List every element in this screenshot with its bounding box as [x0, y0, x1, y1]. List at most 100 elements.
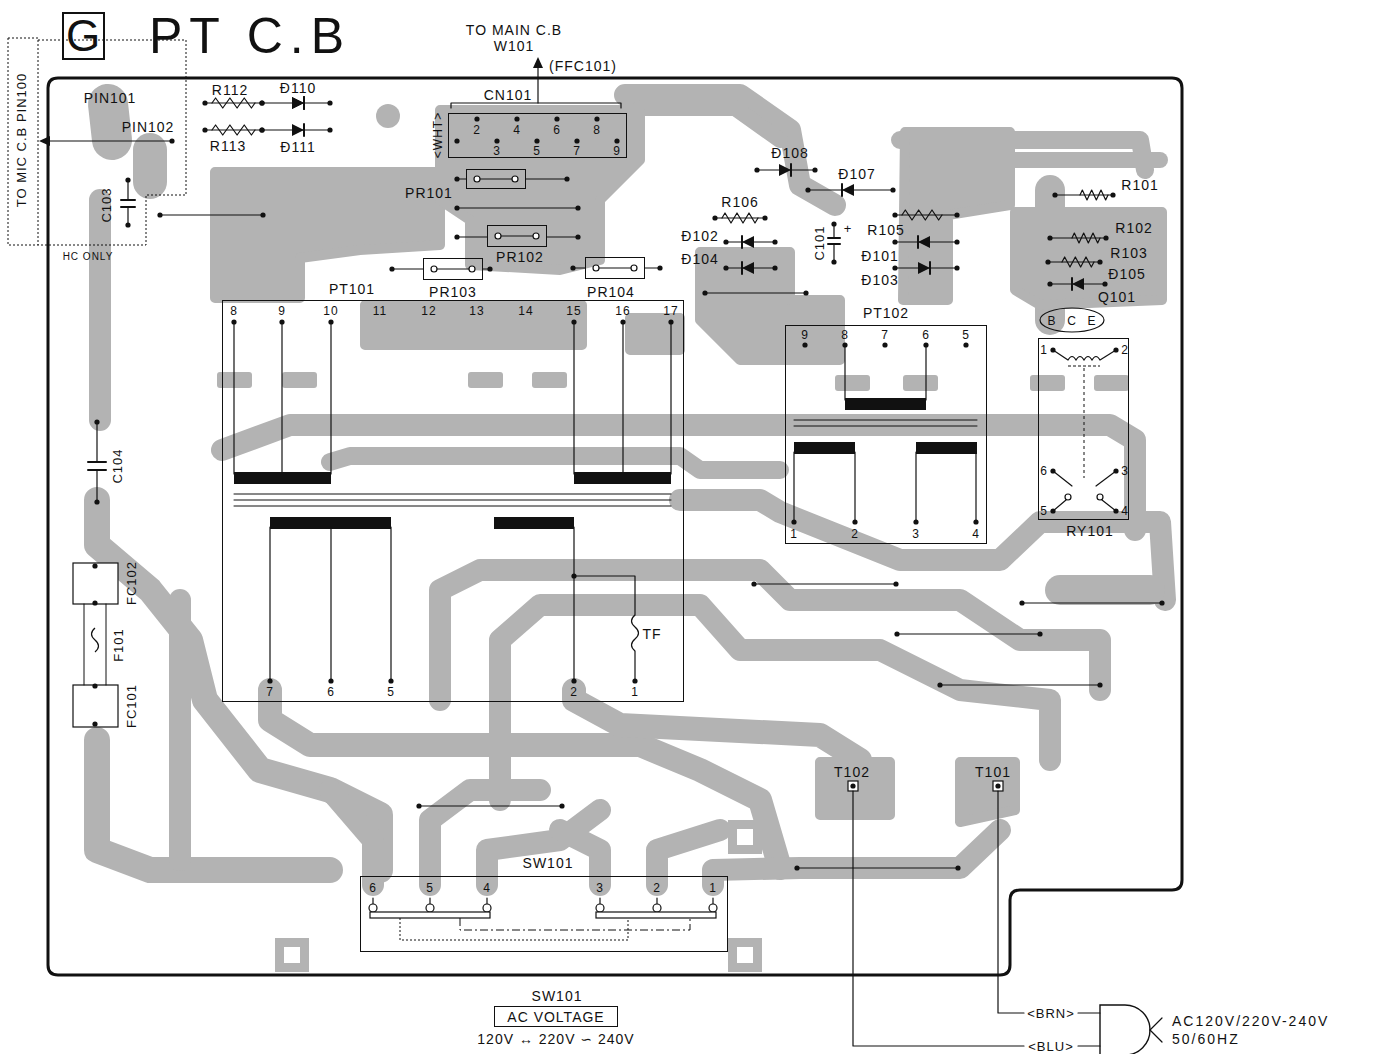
part-label: C103	[100, 187, 113, 222]
part-label: Đ105	[1108, 267, 1145, 281]
part-label: R112	[212, 83, 248, 97]
winding-lead	[634, 651, 635, 681]
fuse-box: PR103	[423, 258, 483, 280]
resistor-symbol	[212, 125, 255, 135]
copper-trace	[640, 108, 780, 140]
solder-dot	[454, 234, 459, 239]
solder-dot	[751, 581, 756, 586]
solder-dot	[169, 138, 174, 143]
copper-area	[960, 762, 1015, 822]
pin-number: 2	[851, 528, 859, 540]
copper-trace	[1060, 575, 1150, 605]
rating-note: 50/60HZ	[1172, 1032, 1240, 1046]
solder-dot	[954, 212, 959, 217]
resistor-symbol	[212, 98, 255, 108]
part-label: +	[844, 222, 853, 235]
pin-number: C	[1067, 315, 1077, 327]
solder-dot	[1045, 259, 1050, 264]
winding-lead	[233, 322, 234, 474]
copper-trace	[330, 456, 780, 470]
solder-dot	[802, 342, 807, 347]
jumper-wire	[897, 633, 1040, 634]
fuse-link	[599, 267, 631, 268]
winding-lead	[330, 527, 331, 681]
pin-number: 8	[230, 305, 238, 317]
relay-coil	[1100, 350, 1116, 360]
switch-terminal	[483, 904, 491, 912]
solder-dot	[955, 865, 960, 870]
solder-dot	[575, 205, 580, 210]
pin-number: 1	[790, 528, 798, 540]
solder-dot	[892, 239, 897, 244]
switch-link	[400, 918, 628, 940]
mains-wire	[1078, 1045, 1100, 1046]
fuse-terminal	[533, 233, 539, 239]
solder-dot	[327, 127, 332, 132]
pin-number: 4	[513, 124, 521, 136]
winding-lead	[622, 322, 623, 474]
solder-dot	[963, 342, 968, 347]
winding-bar	[494, 517, 574, 529]
copper-area	[700, 252, 840, 360]
part-label: TF	[642, 627, 661, 641]
solder-dot	[1047, 281, 1052, 286]
fuse-element	[92, 628, 99, 652]
copper-pad	[903, 375, 938, 391]
rating-note: AC120V/220V-240V	[1172, 1014, 1329, 1028]
solder-dot	[762, 215, 767, 220]
arrow-head	[39, 136, 50, 146]
winding-lead	[925, 345, 926, 400]
solder-dot	[913, 519, 918, 524]
part-label: Đ111	[280, 140, 315, 154]
fuse-terminal	[512, 176, 518, 182]
diode-bar	[741, 236, 743, 248]
copper-trace	[1000, 152, 1160, 168]
switch-lead	[712, 898, 713, 904]
solder-dot	[890, 187, 895, 192]
thermal-fuse	[632, 615, 639, 651]
transformer-box: PT102	[785, 325, 987, 544]
pin-number: 3	[493, 145, 501, 157]
part-label: TO MIC C.B PIN100	[15, 73, 28, 208]
diode-symbol	[842, 184, 854, 196]
pin-number: 9	[801, 329, 809, 341]
copper-trace	[574, 690, 860, 760]
diode-bar	[917, 236, 919, 248]
copper-trace	[487, 810, 600, 885]
pin-number: 7	[266, 686, 274, 698]
component-lead	[457, 236, 487, 237]
solder-dot	[702, 290, 707, 295]
solder-dot	[514, 116, 519, 121]
part-label: Q101	[1098, 290, 1136, 304]
winding-bar	[845, 398, 926, 410]
part-label: HC ONLY	[63, 252, 114, 262]
part-name: PR102	[496, 250, 544, 264]
solder-dot	[794, 865, 799, 870]
solder-dot	[1102, 281, 1107, 286]
fuse-box: PR101	[466, 169, 526, 189]
solder-dot	[831, 259, 836, 264]
part-label: F101	[112, 628, 125, 662]
solder-dot	[92, 683, 97, 688]
component-lead	[526, 178, 567, 179]
solder-dot	[94, 419, 99, 424]
copper-area	[820, 762, 890, 815]
part-label: C101	[813, 225, 826, 260]
diode-symbol	[1072, 278, 1084, 290]
solder-dot	[973, 519, 978, 524]
relay-contact	[1065, 494, 1071, 500]
solder-dot	[454, 138, 459, 143]
terminal	[848, 781, 858, 791]
copper-area	[365, 305, 582, 345]
solder-dot	[564, 176, 569, 181]
copper-trace	[169, 600, 191, 860]
pin-number: 2	[1121, 344, 1129, 356]
solder-dot	[416, 803, 421, 808]
solder-dot	[92, 721, 97, 726]
diode-bar	[303, 124, 305, 136]
solder-dot	[614, 138, 619, 143]
winding-lead	[670, 322, 671, 474]
fuse-clip	[73, 563, 118, 604]
copper-pad	[1094, 375, 1129, 391]
solder-dot	[812, 167, 817, 172]
